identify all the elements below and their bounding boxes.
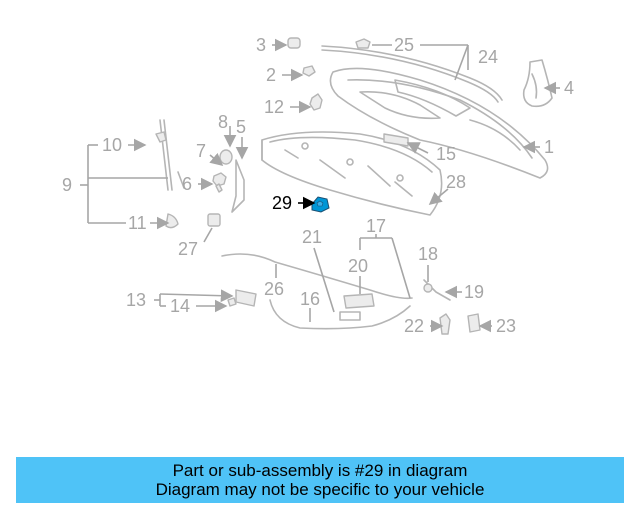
part-cover	[522, 59, 553, 108]
callout-10: 10	[102, 135, 122, 155]
callout-2: 2	[266, 65, 276, 85]
part-clip	[207, 213, 221, 227]
part-release-handle	[227, 289, 257, 307]
callout-23: 23	[496, 316, 516, 336]
callout-25: 25	[394, 35, 414, 55]
part-hood	[329, 67, 549, 179]
leader-lines	[80, 38, 560, 333]
callout-17: 17	[366, 216, 386, 236]
callout-16: 16	[300, 289, 320, 309]
part-prop-rod	[155, 119, 185, 229]
callout-5: 5	[236, 117, 246, 137]
callout-21: 21	[302, 227, 322, 247]
callout-22: 22	[404, 316, 424, 336]
callout-3: 3	[256, 35, 266, 55]
part-hinge	[212, 149, 245, 213]
callout-7: 7	[196, 141, 206, 161]
part-fasteners-top	[287, 37, 323, 111]
callout-11: 11	[128, 213, 147, 233]
callout-8: 8	[218, 112, 228, 132]
part-29-highlighted[interactable]	[311, 196, 330, 213]
callout-18: 18	[418, 244, 438, 264]
callout-14: 14	[170, 296, 190, 316]
callout-20: 20	[348, 256, 368, 276]
callout-28: 28	[446, 172, 466, 192]
callout-24: 24	[478, 47, 498, 67]
callout-4: 4	[564, 78, 574, 98]
callout-12: 12	[264, 97, 284, 117]
part-release-cable	[221, 253, 413, 330]
callout-1: 1	[544, 137, 554, 157]
callout-6: 6	[182, 174, 192, 194]
part-latch	[383, 133, 409, 147]
banner-line-1: Part or sub-assembly is #29 in diagram	[172, 461, 468, 480]
callout-27: 27	[178, 239, 198, 259]
banner-line-2: Diagram may not be specific to your vehi…	[155, 480, 485, 499]
callout-13: 13	[126, 290, 146, 310]
callout-19: 19	[464, 282, 484, 302]
part-weatherstrip	[321, 38, 503, 103]
part-latch-assembly	[339, 293, 375, 321]
callout-26: 26	[264, 279, 284, 299]
info-banner: Part or sub-assembly is #29 in diagram D…	[16, 457, 624, 503]
callout-labels: 1 2 3 4 5 6 7 8 9 10 11 12 13 14 15 16 1…	[62, 35, 574, 336]
callout-15: 15	[436, 144, 456, 164]
callout-9: 9	[62, 175, 72, 195]
callout-29-highlighted: 29	[272, 193, 292, 213]
